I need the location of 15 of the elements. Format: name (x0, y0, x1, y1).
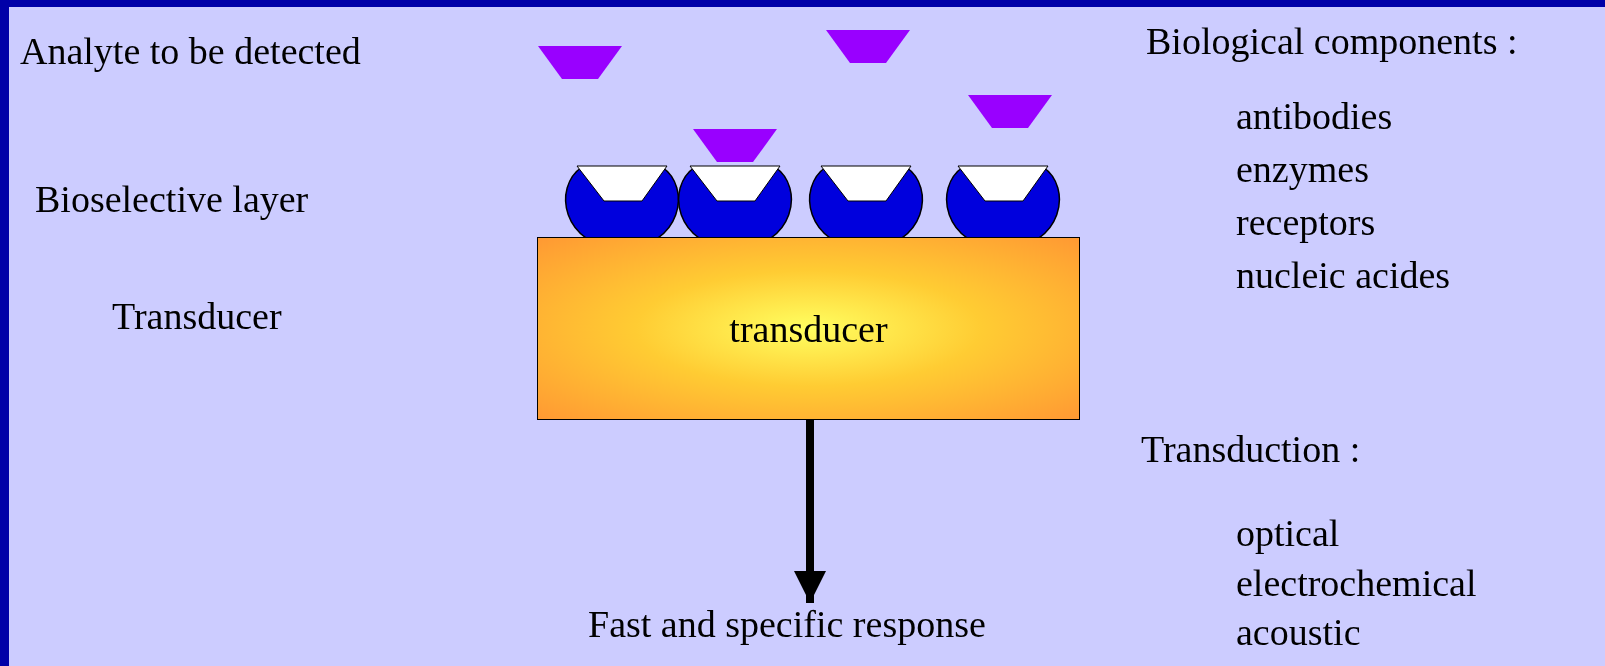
label-text: optical (1236, 512, 1340, 554)
label-text: receptors (1236, 201, 1376, 243)
transducer-box (537, 237, 1080, 420)
label-text: Transduction : (1141, 428, 1361, 470)
label-text: Analyte to be detected (20, 30, 361, 72)
box-label: transducer (729, 307, 888, 350)
label-text: acoustic (1236, 611, 1361, 653)
response-text: Fast and specific response (588, 603, 986, 645)
label-text: nucleic acides (1236, 254, 1451, 296)
label-text: Biological components : (1146, 20, 1518, 62)
label-text: Bioselective layer (35, 178, 309, 220)
label-text: electrochemical (1236, 562, 1477, 604)
label-text: enzymes (1236, 148, 1369, 190)
label-text: Transducer (112, 295, 282, 337)
label-text: antibodies (1236, 95, 1393, 137)
